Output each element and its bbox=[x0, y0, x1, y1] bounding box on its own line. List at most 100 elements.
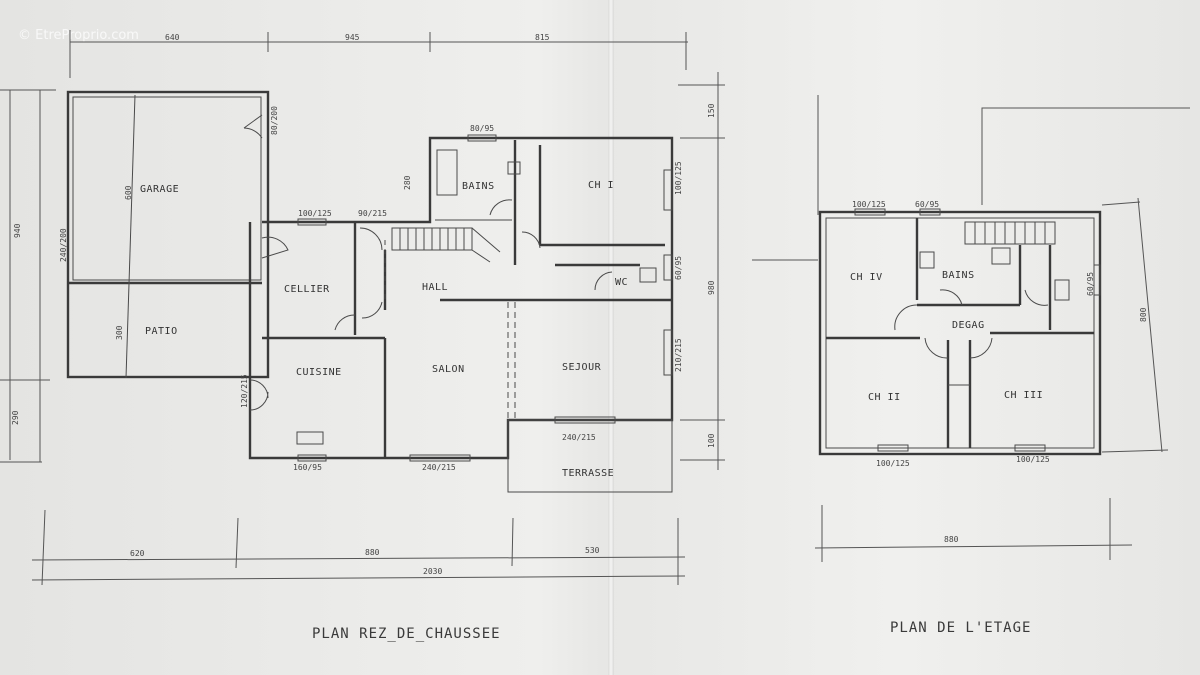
dim-top-945: 945 bbox=[345, 33, 360, 42]
upper-window-ch3 bbox=[1014, 444, 1046, 452]
upper-floor-plan: CH IV BAINS DEGAG CH II CH III 100/125 6… bbox=[752, 95, 1190, 636]
dim-right-100: 100 bbox=[707, 433, 716, 448]
upper-dim-right bbox=[1137, 197, 1163, 453]
opening-100-125-ch1: 100/125 bbox=[674, 161, 683, 195]
window-wc bbox=[663, 254, 673, 281]
dim-patio-300: 300 bbox=[115, 325, 124, 340]
upper-opening-60-95: 60/95 bbox=[915, 200, 939, 209]
garage-patio-outline bbox=[66, 90, 270, 379]
dim-right-980: 980 bbox=[707, 280, 716, 295]
opening-90-215: 90/215 bbox=[358, 209, 387, 218]
room-sejour: SEJOUR bbox=[562, 362, 602, 373]
upper-opening-100-125-ch3: 100/125 bbox=[1016, 455, 1050, 464]
bains-door-swing bbox=[489, 199, 513, 216]
window-80-95 bbox=[467, 134, 497, 142]
opening-100-125: 100/125 bbox=[298, 209, 332, 218]
garage-door-swing bbox=[243, 114, 263, 139]
opening-210-215: 210/215 bbox=[674, 338, 683, 372]
opening-160-95: 160/95 bbox=[293, 463, 322, 472]
upper-dim-bottom bbox=[814, 544, 1133, 549]
dim-hall-280: 280 bbox=[403, 175, 412, 190]
ch4-door-swing bbox=[894, 304, 918, 331]
dim-garage-600: 600 bbox=[124, 185, 133, 200]
garage-inner bbox=[72, 96, 262, 281]
window-ch1 bbox=[663, 169, 673, 211]
room-ch2: CH II bbox=[868, 392, 901, 403]
dim-bottom-620: 620 bbox=[130, 549, 145, 558]
upper-opening-100-125-ch2: 100/125 bbox=[876, 459, 910, 468]
terrasse-outline bbox=[507, 419, 673, 493]
upper-window-ch4 bbox=[854, 208, 886, 216]
opening-240-215-salon: 240/215 bbox=[422, 463, 456, 472]
opening-240-215-terrasse: 240/215 bbox=[562, 433, 596, 442]
opening-120-215: 120/215 bbox=[240, 374, 249, 408]
ground-floor-plan: 640 945 815 940 290 GARAGE PATIO 600 300… bbox=[0, 30, 725, 642]
title-upper-floor: PLAN DE L'ETAGE bbox=[890, 620, 1031, 636]
room-bains: BAINS bbox=[462, 181, 495, 192]
upper-shower-icon bbox=[991, 247, 1011, 265]
dim-bottom-2030: 2030 bbox=[423, 567, 442, 576]
upper-washbasin-icon bbox=[919, 251, 935, 269]
wc-up-door-swing bbox=[1024, 289, 1049, 306]
room-ch1: CH I bbox=[588, 180, 614, 191]
dim-upper-800: 800 bbox=[1139, 307, 1148, 322]
room-cellier: CELLIER bbox=[284, 284, 330, 295]
dim-upper-880: 880 bbox=[944, 535, 959, 544]
wc-door-swing bbox=[594, 271, 613, 291]
room-garage: GARAGE bbox=[140, 184, 179, 195]
cellier-door-swing bbox=[261, 236, 289, 259]
ch2-door-swing bbox=[924, 337, 949, 359]
room-ch3: CH III bbox=[1004, 390, 1043, 401]
watermark: © EtreProprio.com bbox=[18, 28, 139, 43]
window-cuisine bbox=[297, 454, 327, 462]
opening-80-200: 80/200 bbox=[270, 106, 279, 135]
title-ground-floor: PLAN REZ_DE_CHAUSSEE bbox=[312, 626, 501, 642]
room-degag: DEGAG bbox=[952, 320, 985, 331]
hall-door-swing bbox=[359, 227, 383, 251]
garage-beam bbox=[125, 94, 136, 379]
upper-opening-100-125-top: 100/125 bbox=[852, 200, 886, 209]
bottom-dimension-line bbox=[31, 556, 686, 561]
dim-bottom-530: 530 bbox=[585, 546, 600, 555]
upper-roof-line bbox=[981, 107, 1190, 205]
dim-left-940: 940 bbox=[13, 223, 22, 238]
entry-door-swing bbox=[249, 379, 269, 411]
room-wc: WC bbox=[615, 277, 628, 288]
bains-up-door-swing bbox=[939, 289, 963, 306]
room-hall: HALL bbox=[422, 282, 448, 293]
ch3-door-swing bbox=[969, 337, 993, 359]
opening-240-200: 240/200 bbox=[59, 228, 68, 262]
upper-opening-60-95-right: 60/95 bbox=[1086, 272, 1095, 296]
dim-left-290: 290 bbox=[11, 410, 20, 425]
upper-toilet-icon bbox=[1054, 279, 1070, 301]
room-salon: SALON bbox=[432, 364, 465, 375]
upper-window-bains bbox=[919, 208, 941, 216]
window-salon bbox=[409, 454, 471, 462]
dim-tick bbox=[235, 517, 239, 569]
opening-60-95: 60/95 bbox=[674, 256, 683, 280]
upper-window-wc bbox=[1093, 264, 1101, 296]
staircase bbox=[391, 227, 501, 263]
bottom-total-line bbox=[31, 575, 686, 581]
sink-icon bbox=[296, 431, 324, 445]
dim-bottom-880: 880 bbox=[365, 548, 380, 557]
dim-top-640: 640 bbox=[165, 33, 180, 42]
toilet-icon bbox=[639, 267, 657, 283]
upper-staircase bbox=[964, 221, 1056, 245]
washbasin-icon bbox=[507, 161, 521, 175]
salon-door-swing bbox=[361, 301, 383, 319]
paper-fold bbox=[608, 0, 614, 675]
cuisine-door-swing bbox=[334, 314, 356, 331]
dim-tick bbox=[41, 509, 46, 586]
upper-dim-tick bbox=[1101, 449, 1169, 453]
upper-dim-tick bbox=[1101, 201, 1141, 206]
upper-window-ch2 bbox=[877, 444, 909, 452]
dim-right-150: 150 bbox=[707, 103, 716, 118]
room-terrasse: TERRASSE bbox=[562, 468, 614, 479]
room-patio: PATIO bbox=[145, 326, 178, 337]
opening-80-95: 80/95 bbox=[470, 124, 494, 133]
bathtub-icon bbox=[436, 149, 458, 196]
window-100-125 bbox=[297, 218, 327, 226]
